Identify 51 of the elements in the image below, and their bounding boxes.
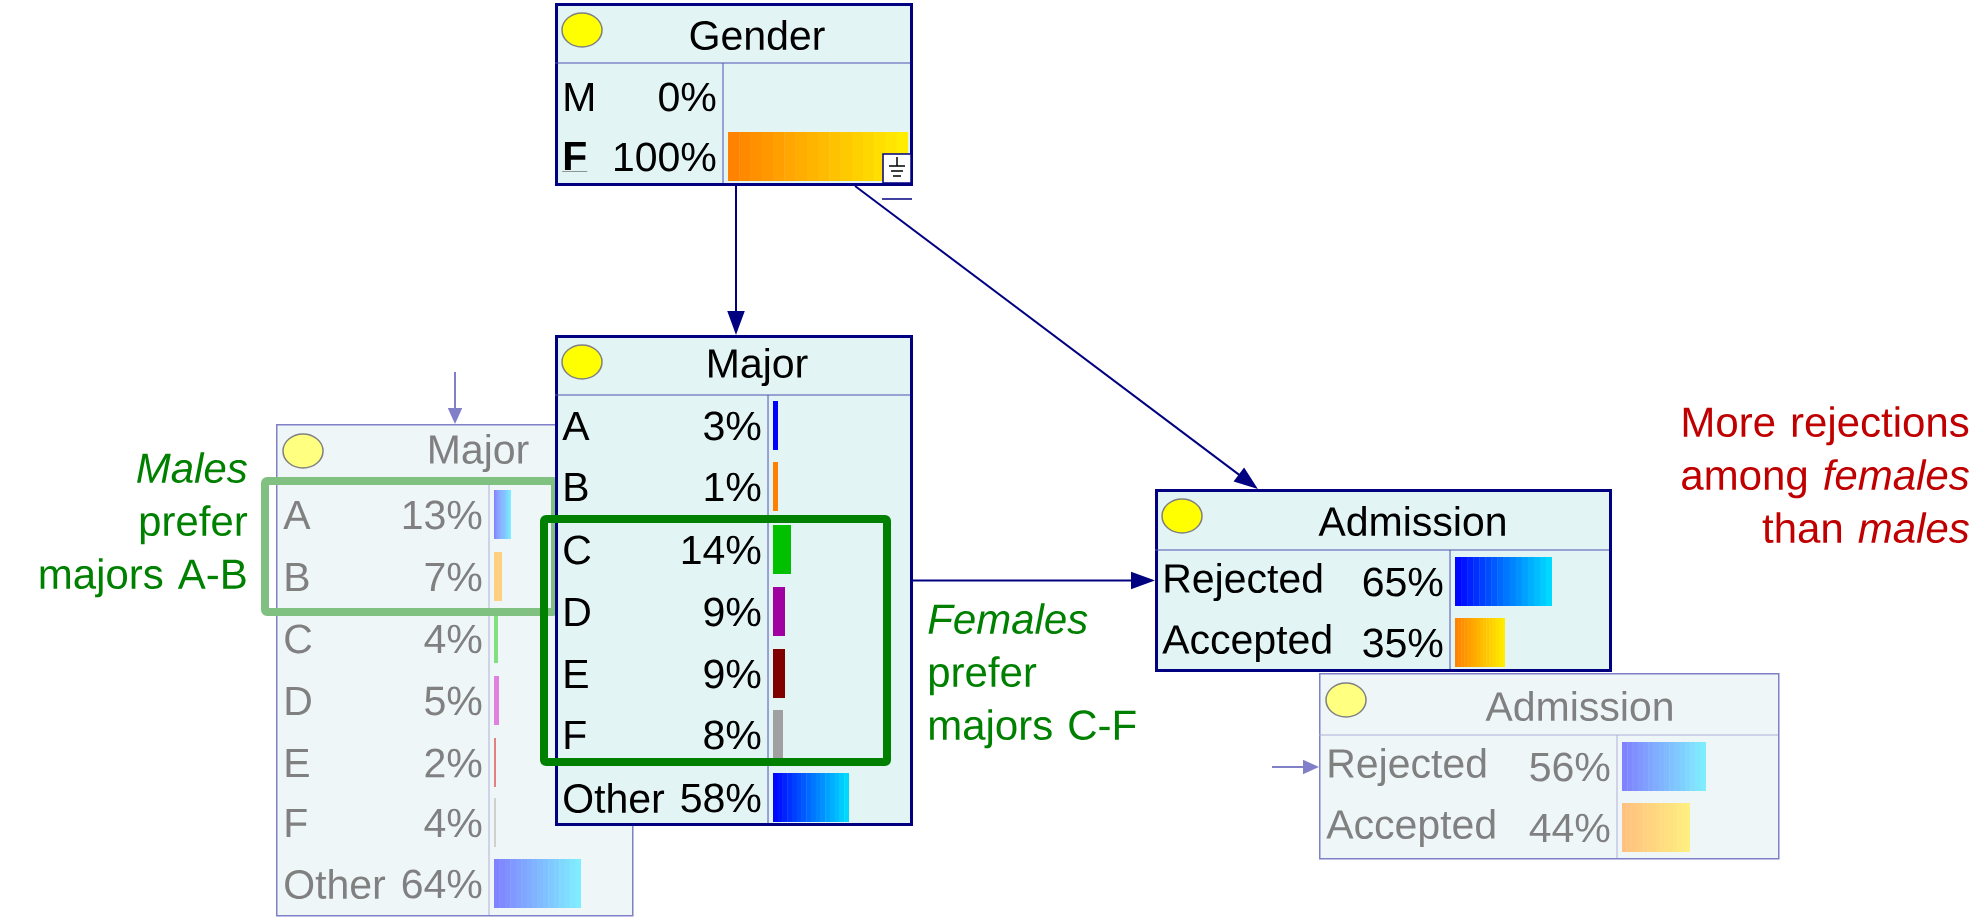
bayes-node bbox=[1154, 489, 1612, 672]
node-title: Gender bbox=[690, 19, 825, 51]
probability-value: 4% bbox=[424, 808, 482, 838]
probability-value: 44% bbox=[1529, 813, 1610, 843]
probability-value: 58% bbox=[681, 783, 761, 813]
bayes-node bbox=[554, 335, 913, 826]
state-label: Accepted bbox=[1326, 808, 1495, 848]
annotation-text: More rejections among females than males bbox=[1682, 406, 1969, 544]
state-label: F bbox=[286, 808, 307, 838]
probability-value: 56% bbox=[1530, 752, 1610, 782]
state-label: C bbox=[285, 624, 312, 654]
probability-value: 2% bbox=[425, 748, 482, 778]
state-label: Other bbox=[564, 782, 665, 814]
state-label: C bbox=[564, 535, 591, 565]
state-label: F bbox=[565, 720, 586, 750]
probability-value: 14% bbox=[682, 535, 761, 565]
state-label: E bbox=[565, 659, 588, 689]
probability-value: 100% bbox=[615, 142, 716, 172]
state-label: Other bbox=[285, 868, 386, 900]
probability-value: 7% bbox=[425, 562, 482, 592]
node-title: Admission bbox=[1485, 690, 1672, 722]
probability-value: 5% bbox=[425, 686, 482, 716]
probability-value: 9% bbox=[704, 659, 761, 689]
bayes-node bbox=[1318, 673, 1780, 860]
probability-value: 64% bbox=[402, 869, 482, 899]
bayes-node bbox=[554, 3, 913, 186]
probability-value: 35% bbox=[1363, 628, 1443, 658]
state-label: E bbox=[286, 748, 309, 778]
state-label: A bbox=[283, 500, 311, 530]
state-label: B bbox=[565, 472, 588, 502]
probability-value: 8% bbox=[704, 720, 761, 750]
node-title: Admission bbox=[1318, 505, 1505, 537]
node-title: Major bbox=[709, 347, 808, 387]
state-label: D bbox=[286, 686, 311, 716]
state-label: D bbox=[565, 597, 590, 627]
probability-value: 4% bbox=[424, 624, 482, 654]
probability-value: 9% bbox=[704, 597, 761, 627]
state-label: M bbox=[565, 82, 593, 112]
probability-value: 3% bbox=[704, 411, 761, 441]
state-label: Accepted bbox=[1162, 623, 1331, 663]
probability-value: 0% bbox=[659, 82, 716, 112]
state-label: Rejected bbox=[1329, 747, 1486, 787]
state-label: A bbox=[562, 411, 590, 441]
probability-value: 65% bbox=[1363, 567, 1443, 597]
state-label: F bbox=[562, 141, 588, 172]
probability-value: 1% bbox=[705, 472, 761, 502]
annotation-text: Females prefer majors C-F bbox=[928, 603, 1136, 749]
state-label: Rejected bbox=[1165, 562, 1322, 602]
probability-value: 13% bbox=[403, 500, 482, 530]
state-label: B bbox=[286, 562, 309, 592]
node-title: Major bbox=[430, 433, 529, 473]
